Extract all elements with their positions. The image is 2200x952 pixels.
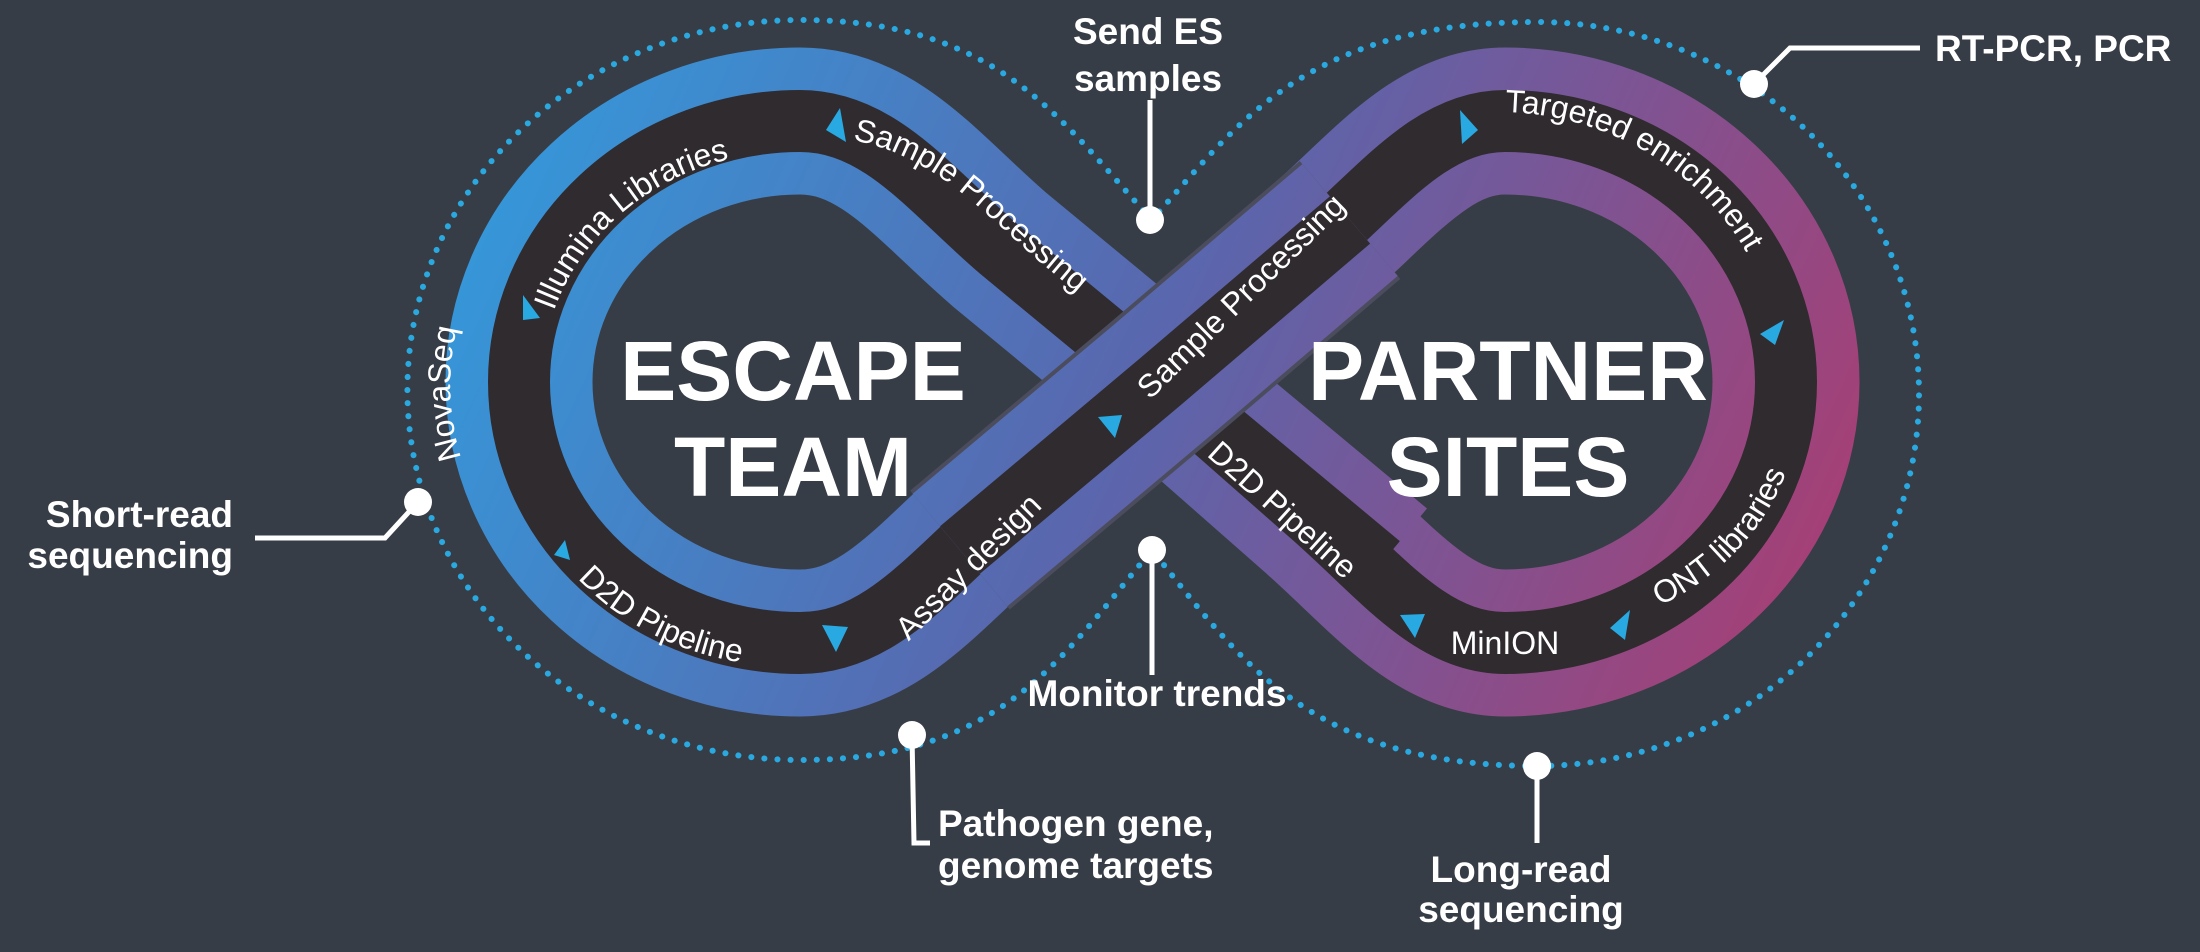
arrow-icon bbox=[822, 625, 848, 652]
callout-lines bbox=[255, 45, 1920, 846]
callout-pathogen-line1: Pathogen gene, bbox=[938, 803, 1213, 844]
callout-dot bbox=[1136, 206, 1164, 234]
partner-sites-title-line1: PARTNER bbox=[1308, 324, 1708, 418]
arrow-icon bbox=[826, 108, 846, 142]
leader-rt-pcr bbox=[1752, 45, 1920, 86]
arrow-icon bbox=[1610, 610, 1630, 640]
leader-short-read bbox=[255, 500, 420, 541]
direction-arrows bbox=[523, 108, 1784, 652]
dotted-outer-ring bbox=[404, 16, 1922, 770]
callout-send-es-line1: Send ES bbox=[1073, 11, 1223, 52]
escape-team-title-line1: ESCAPE bbox=[620, 324, 965, 418]
arrow-icon bbox=[554, 540, 570, 560]
callout-long-read-line2: sequencing bbox=[1418, 889, 1624, 930]
leader-pathogen bbox=[909, 734, 930, 846]
label-minion: MinION bbox=[1451, 625, 1559, 661]
arrow-icon bbox=[1760, 320, 1784, 345]
callout-dot bbox=[898, 721, 926, 749]
callout-monitor-trends: Monitor trends bbox=[1028, 673, 1287, 714]
callout-short-read-line2: sequencing bbox=[27, 535, 233, 576]
arrow-icon bbox=[1400, 614, 1425, 638]
callout-pathogen-line2: genome targets bbox=[938, 845, 1214, 886]
callout-dot bbox=[1740, 70, 1768, 98]
callout-short-read-line1: Short-read bbox=[46, 494, 233, 535]
partner-sites-title-line2: SITES bbox=[1387, 420, 1630, 514]
callout-dot bbox=[1138, 536, 1166, 564]
escape-team-title-line2: TEAM bbox=[674, 420, 912, 514]
arrow-icon bbox=[1460, 110, 1478, 144]
callout-long-read-line1: Long-read bbox=[1431, 849, 1612, 890]
callout-dot bbox=[404, 488, 432, 516]
callout-rt-pcr: RT-PCR, PCR bbox=[1935, 28, 2171, 69]
callout-send-es-line2: samples bbox=[1074, 58, 1222, 99]
arrow-icon bbox=[1098, 415, 1122, 438]
callout-dot bbox=[1523, 752, 1551, 780]
arrow-icon bbox=[523, 295, 540, 320]
